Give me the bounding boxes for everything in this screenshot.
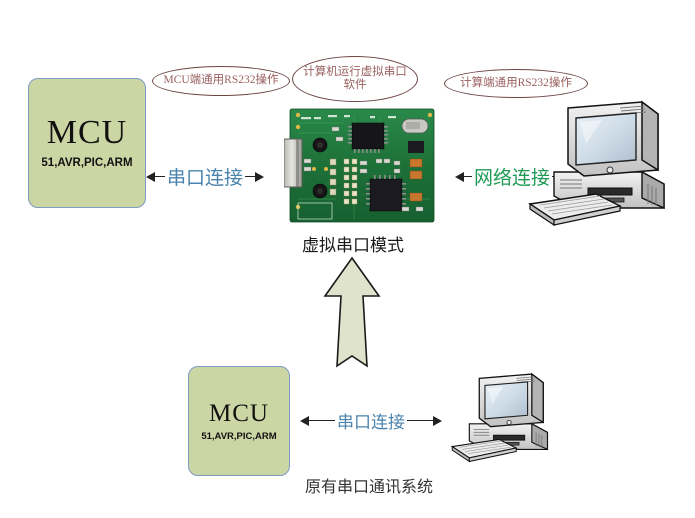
arrow-head-right-icon xyxy=(255,171,265,182)
mode-label: 虚拟串口模式 xyxy=(302,236,404,255)
arrow-head-left-icon xyxy=(455,171,464,182)
callout-mcu-rs232: MCU端通用RS232操作 xyxy=(152,66,290,96)
up-arrow-icon xyxy=(323,256,381,368)
virtual-serial-port-board xyxy=(284,108,435,223)
mcu-title: MCU xyxy=(46,114,128,152)
mcu-title: MCU xyxy=(209,399,269,427)
desktop-computer-bottom xyxy=(450,372,549,463)
mcu-box-bottom: MCU 51,AVR,PIC,ARM xyxy=(188,366,290,476)
mcu-subtitle: 51,AVR,PIC,ARM xyxy=(201,430,277,442)
arrow-head-right-icon xyxy=(433,415,442,426)
desktop-computer-top xyxy=(528,100,665,227)
callout-pc-software: 计算机运行虚拟串口软件 xyxy=(292,56,418,102)
connection-serial-top: 串口连接 xyxy=(146,163,282,190)
mcu-box-top: MCU 51,AVR,PIC,ARM xyxy=(28,78,146,208)
mcu-subtitle: 51,AVR,PIC,ARM xyxy=(41,157,133,170)
arrow-head-left-icon xyxy=(300,415,309,426)
connector-line xyxy=(464,175,472,178)
connection-label: 串口连接 xyxy=(337,413,405,432)
connector-line xyxy=(309,419,335,422)
connector-line xyxy=(245,175,256,178)
callout-pc-rs232: 计算端通用RS232操作 xyxy=(444,69,588,98)
legacy-system-caption: 原有串口通讯系统 xyxy=(305,479,434,496)
connection-label: 网络连接 xyxy=(474,168,551,189)
arrow-head-left-icon xyxy=(146,171,155,182)
connector-line xyxy=(155,175,165,178)
connection-label: 串口连接 xyxy=(167,168,244,189)
connection-serial-bottom: 串口连接 xyxy=(300,408,456,433)
connector-line xyxy=(407,419,433,422)
